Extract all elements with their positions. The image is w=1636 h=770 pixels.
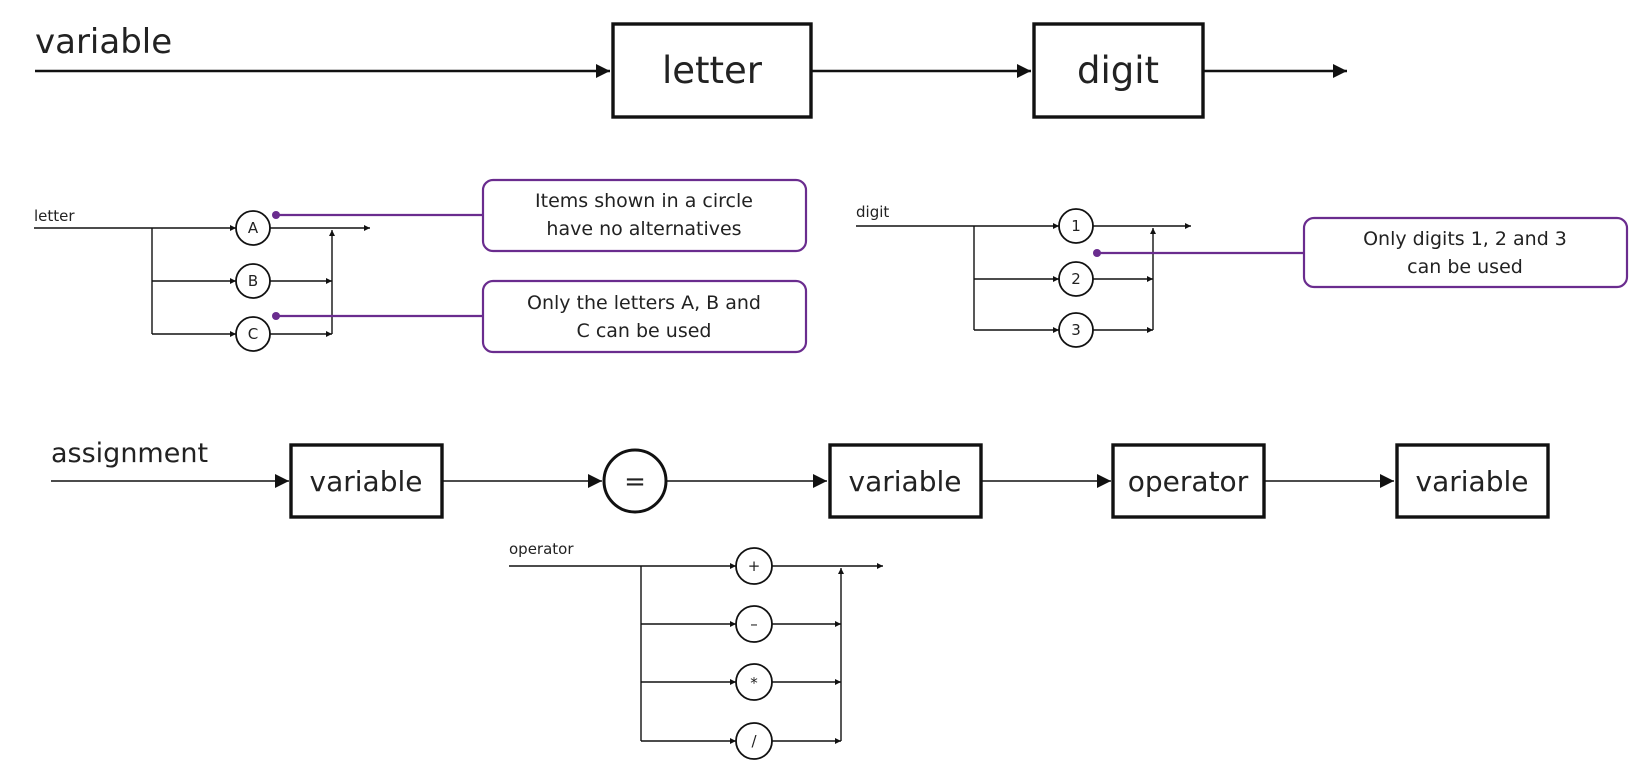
callout-circle-line2: have no alternatives (546, 218, 741, 240)
assignment-variable-label-1: variable (310, 465, 423, 498)
variable-rule: variable letter digit (35, 22, 1347, 119)
operator-rule: operator + – * / (509, 540, 883, 760)
callout-letters-line1: Only the letters A, B and (527, 292, 761, 314)
letter-c-label: C (248, 325, 258, 343)
callout-digits-dot (1093, 249, 1101, 257)
operator-divide-label: / (751, 732, 757, 750)
digit-2-label: 2 (1071, 270, 1081, 288)
assignment-variable-box-2 (828, 443, 983, 519)
digit-box-label: digit (1077, 49, 1159, 92)
callout-letters-dot (272, 312, 280, 320)
callout-letters-box (481, 279, 808, 354)
callout-circle-line1: Items shown in a circle (535, 190, 753, 212)
assignment-variable-label-3: variable (1416, 465, 1529, 498)
callout-circle-dot (272, 211, 280, 219)
callout-digits-note: Only digits 1, 2 and 3 can be used (1093, 216, 1629, 289)
digit-rule-title: digit (856, 203, 889, 221)
callout-letters-note: Only the letters A, B and C can be used (272, 279, 808, 354)
digit-rule: digit 1 2 3 (856, 203, 1191, 348)
assignment-rule-title: assignment (51, 438, 208, 469)
assignment-rule: assignment variable = variable operator … (51, 438, 1550, 519)
operator-times-label: * (750, 674, 758, 692)
letter-box-label: letter (662, 49, 763, 92)
variable-rule-title: variable (35, 22, 172, 62)
letter-rule-title: letter (34, 207, 75, 225)
callout-letters-line2: C can be used (577, 320, 712, 342)
operator-plus-label: + (748, 557, 761, 575)
operator-minus-label: – (750, 615, 758, 633)
letter-rule: letter A B C (34, 207, 370, 352)
assignment-variable-label-2: variable (849, 465, 962, 498)
callout-circle-box (481, 178, 808, 253)
assignment-variable-box-1 (289, 443, 444, 519)
equals-label: = (624, 467, 646, 497)
callout-digits-line1: Only digits 1, 2 and 3 (1363, 228, 1567, 250)
callout-circle-note: Items shown in a circle have no alternat… (272, 178, 808, 253)
digit-1-label: 1 (1071, 217, 1081, 235)
assignment-operator-label: operator (1128, 465, 1249, 498)
operator-rule-title: operator (509, 540, 574, 558)
digit-3-label: 3 (1071, 321, 1081, 339)
letter-a-label: A (248, 219, 259, 237)
callout-digits-line2: can be used (1407, 256, 1523, 278)
callout-digits-box (1302, 216, 1629, 289)
letter-b-label: B (248, 272, 258, 290)
assignment-variable-box-3 (1395, 443, 1550, 519)
